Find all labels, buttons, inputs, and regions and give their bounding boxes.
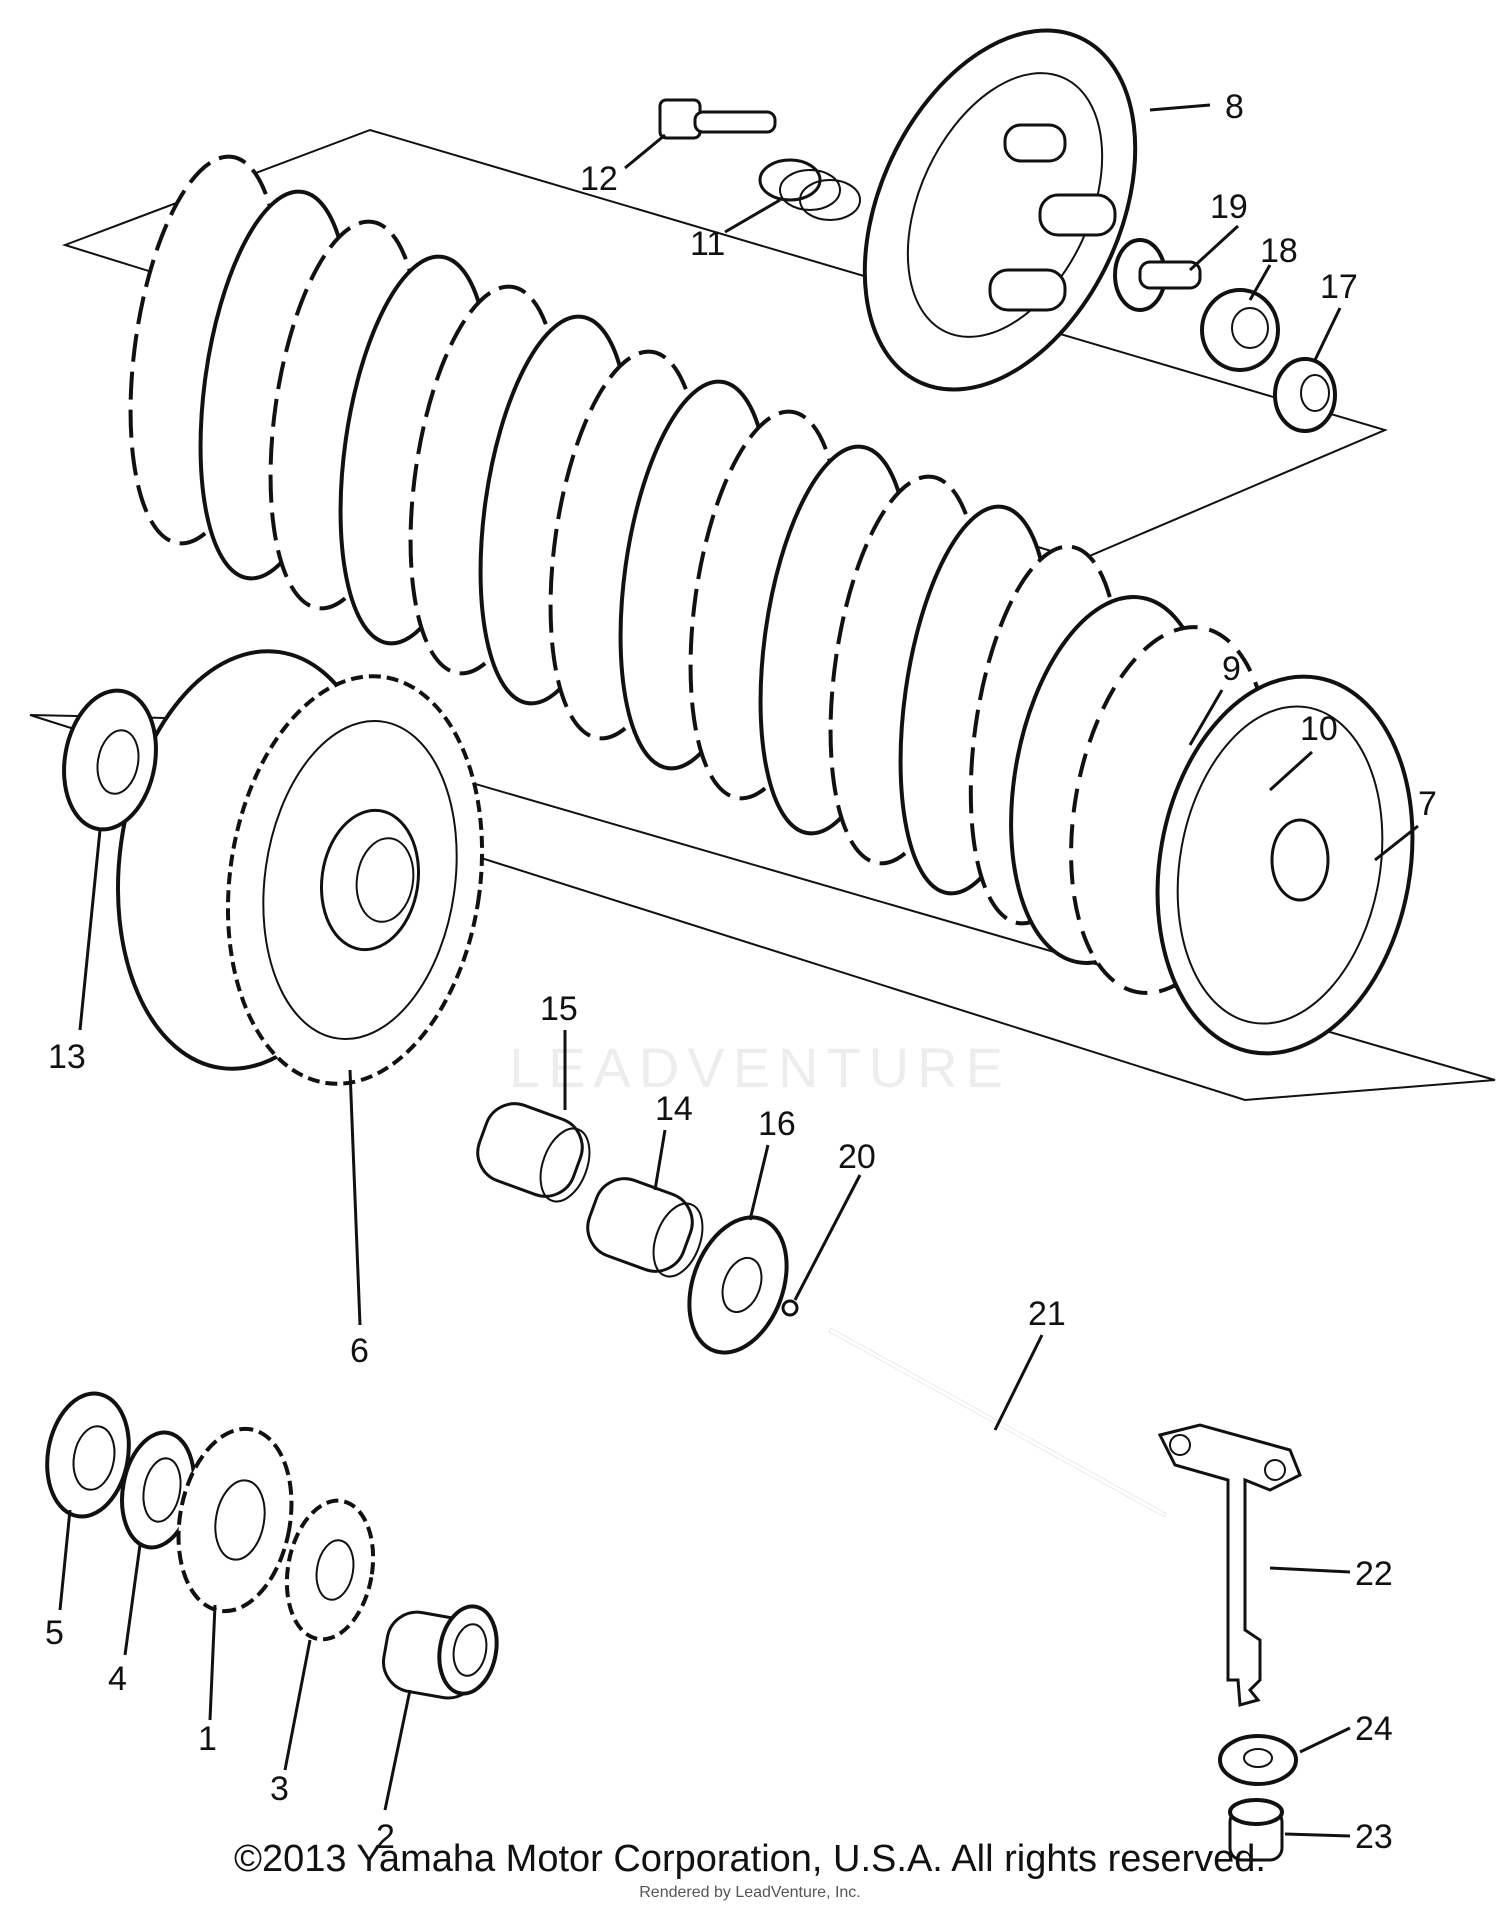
drive-sprocket-1 [176,1426,294,1614]
rendered-by-credit: Rendered by LeadVenture, Inc. [639,1884,861,1901]
callout-2: 2 [376,1818,395,1856]
callout-labels: 1 2 3 4 5 6 7 8 9 10 11 12 13 14 15 16 1… [45,88,1437,1856]
callout-7: 7 [1418,785,1437,823]
callout-10: 10 [1300,710,1338,748]
clutch-boss-7 [1155,674,1415,1056]
callout-8: 8 [1225,88,1244,126]
callout-12: 12 [580,160,618,198]
callout-15: 15 [540,990,578,1028]
clutch-plate-stack [128,154,1122,926]
collar-2 [382,1604,499,1700]
spring-11 [758,158,861,221]
callout-1: 1 [198,1720,217,1758]
circlip-17 [1273,357,1337,433]
push-lever-shaft-22 [1157,1423,1302,1707]
oil-seal-24 [1218,1734,1298,1786]
sprocket-3 [284,1498,376,1642]
callout-21: 21 [1028,1295,1066,1333]
bearing-23 [1228,1798,1284,1862]
oil-seal-5 [45,1391,131,1519]
callout-11: 11 [690,225,725,263]
spacer-14 [586,1177,704,1278]
clutch-housing-6 [115,649,485,1086]
callout-6: 6 [350,1332,369,1370]
watermark-text: LEADVENTURE [509,1036,1011,1099]
callout-14: 14 [655,1090,693,1128]
callout-19: 19 [1210,188,1248,226]
thrust-washer-13 [62,688,158,832]
leader-lines [58,103,1419,1838]
callout-16: 16 [758,1105,796,1143]
callout-22: 22 [1355,1555,1393,1593]
callout-5: 5 [45,1614,64,1652]
push-rod-19 [1113,238,1202,312]
callout-13: 13 [48,1038,86,1076]
callout-23: 23 [1355,1818,1393,1856]
bearing-18 [1200,288,1280,372]
callout-18: 18 [1260,232,1298,270]
callout-3: 3 [270,1770,289,1808]
bolt-12 [658,98,777,140]
callout-24: 24 [1355,1710,1393,1748]
callout-4: 4 [108,1660,127,1698]
callout-9: 9 [1222,650,1241,688]
ball-20 [781,1299,799,1317]
pressure-plate-8 [862,28,1138,392]
copyright-notice: ©2013 Yamaha Motor Corporation, U.S.A. A… [234,1838,1266,1880]
washer-16 [687,1215,789,1355]
callout-20: 20 [838,1138,876,1176]
needle-bearing-15 [476,1102,591,1203]
callout-17: 17 [1320,268,1358,306]
